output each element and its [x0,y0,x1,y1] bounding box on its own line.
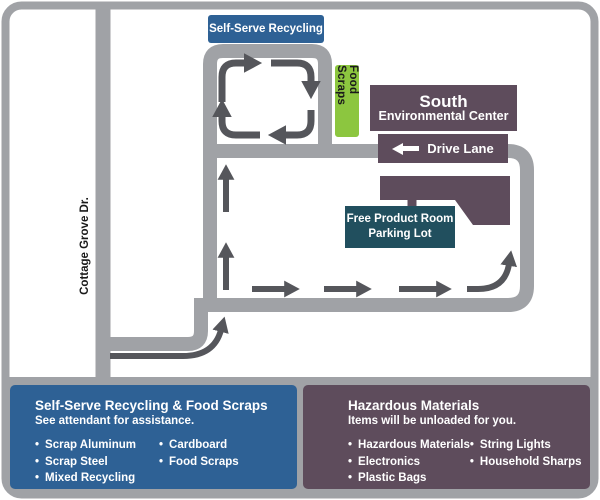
list-item: Household Sharps [470,456,582,468]
hazardous-panel-subtitle: Items will be unloaded for you. [348,415,517,427]
food-scraps-text: Food Scraps [335,65,359,106]
list-item: Scrap Steel [35,456,159,468]
street-name-text: Cottage Grove Dr. [79,197,91,295]
self-serve-recycling-label: Self-Serve Recycling [208,15,324,43]
list-item: Cardboard [159,439,239,451]
hazardous-panel-title: Hazardous Materials [348,398,480,413]
building-name-sub: Environmental Center [378,109,509,124]
loop-arrow-right [271,59,321,100]
recycling-panel-subtitle: See attendant for assistance. [35,415,195,427]
street-name-label: Cottage Grove Dr. [79,196,93,296]
list-item: Hazardous Materials [348,439,470,451]
loop-arrow-top [218,53,263,102]
building-name: South [419,91,468,111]
drive-lane-text: Drive Lane [427,141,494,156]
loop-arrow-bottom [267,110,315,145]
list-item: Mixed Recycling [35,472,159,484]
list-item: Electronics [348,456,470,468]
free-product-parking-sign: Free Product Room Parking Lot [345,206,455,248]
list-item: String Lights [470,439,582,451]
hazardous-panel: Hazardous Materials Items will be unload… [303,385,590,489]
loop-arrow-left [212,98,260,139]
self-serve-recycling-text: Self-Serve Recycling [209,23,323,35]
list-item: Food Scraps [159,456,239,468]
entrance-curve-arrow [110,316,229,359]
building-connector [407,198,417,208]
list-item: Plastic Bags [348,472,470,484]
food-scraps-label: Food Scraps [333,63,361,139]
recycling-panel-title: Self-Serve Recycling & Food Scraps [35,398,268,413]
recycling-panel: Self-Serve Recycling & Food Scraps See a… [10,385,297,489]
loop-road [203,44,332,310]
south-environmental-center-sign: South Environmental Center [370,85,517,131]
parking-sign-line2: Parking Lot [368,228,432,240]
building-shape [380,176,510,225]
parking-sign-line1: Free Product Room [346,213,454,226]
list-item: Scrap Aluminum [35,439,159,451]
exit-curve-arrow [467,250,518,292]
recycling-list-col1: Scrap Aluminum Scrap Steel Mixed Recycli… [35,439,159,489]
building-footprint [380,176,510,225]
drive-lane-sign: Drive Lane [378,134,508,163]
left-arrow-icon [392,142,420,155]
hazardous-panel-lists: Hazardous Materials Electronics Plastic … [348,439,582,489]
entrance-road [103,298,208,351]
hazardous-list-col1: Hazardous Materials Electronics Plastic … [348,439,470,489]
recycling-panel-lists: Scrap Aluminum Scrap Steel Mixed Recycli… [35,439,287,489]
recycling-list-col2: Cardboard Food Scraps [159,439,239,489]
hazardous-list-col2: String Lights Household Sharps [470,439,582,489]
traffic-arrows [110,53,518,359]
perimeter-road [194,144,534,312]
